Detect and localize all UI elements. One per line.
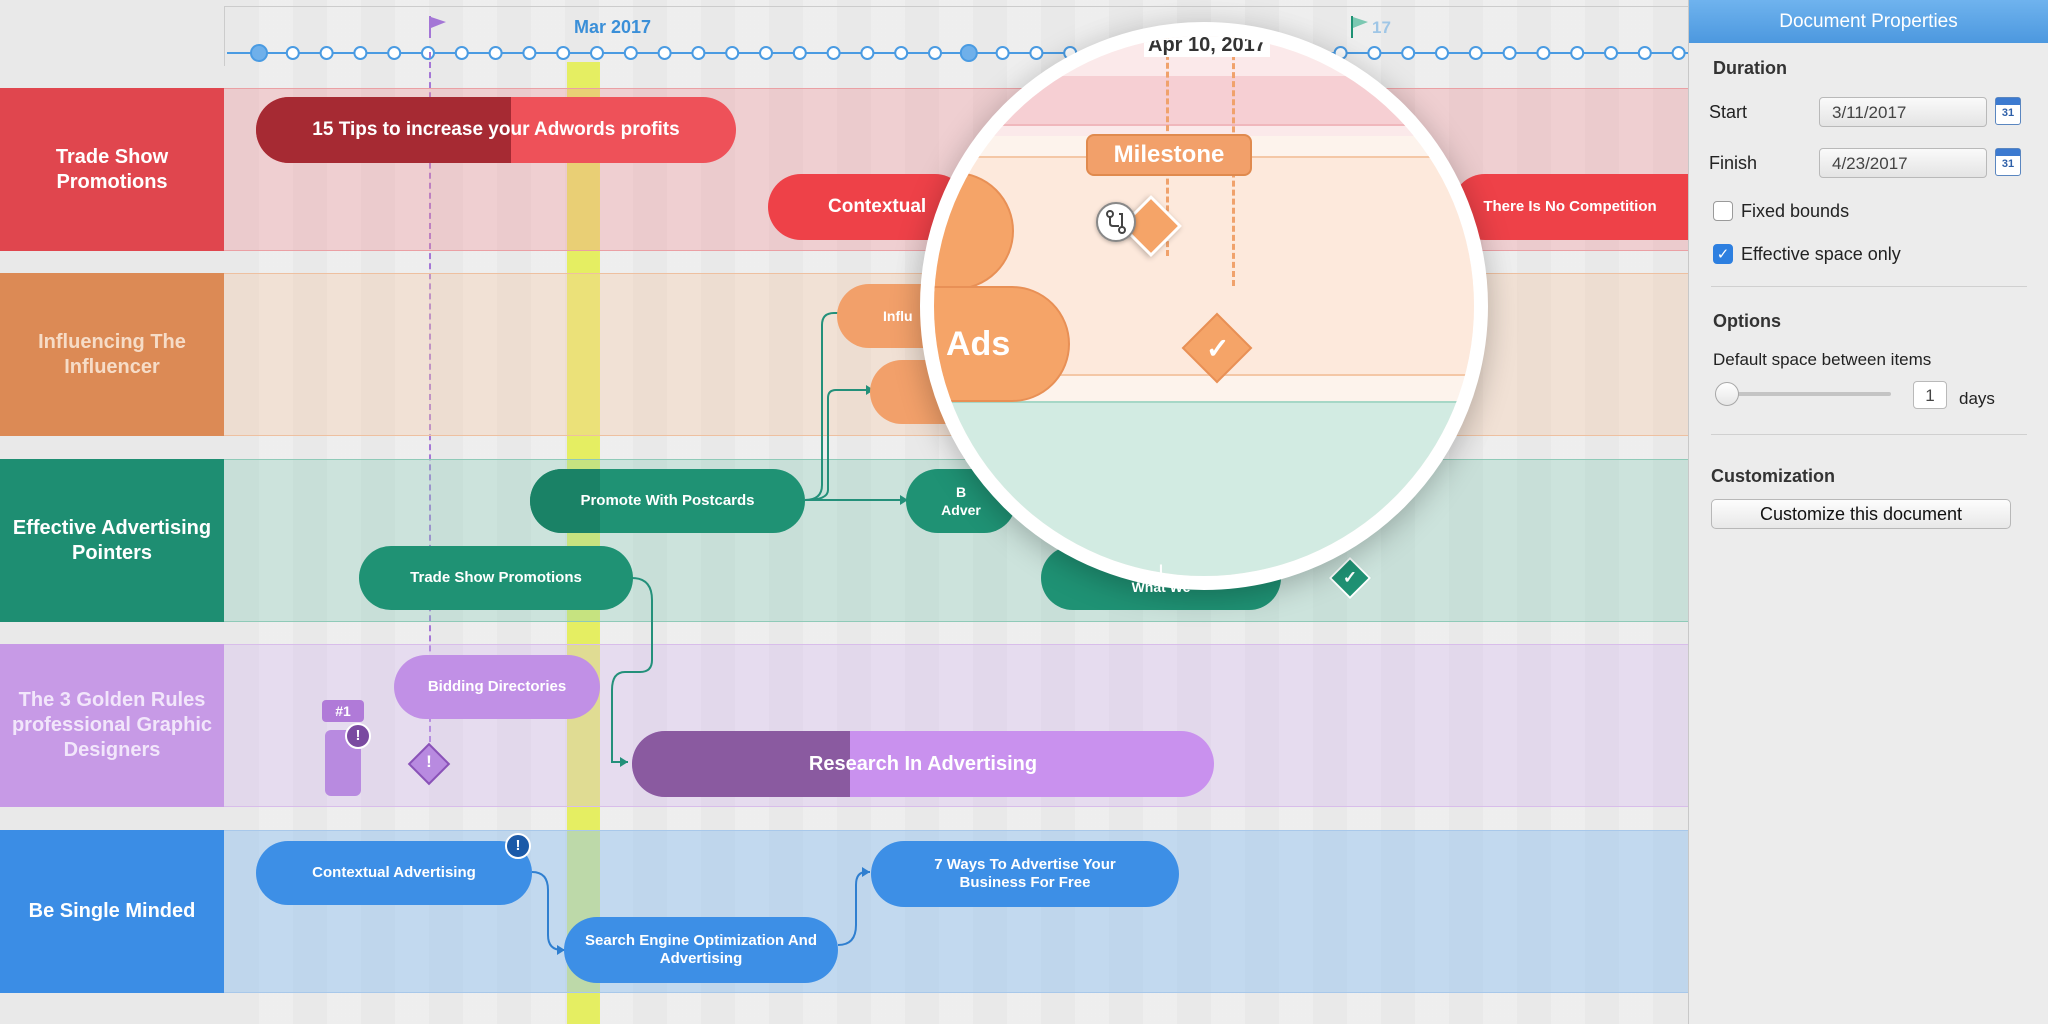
ruler-tick[interactable] bbox=[1502, 46, 1517, 60]
finish-calendar-icon[interactable]: 31 bbox=[1995, 148, 2021, 176]
ruler-tick[interactable] bbox=[623, 46, 638, 60]
task-adwords-tips[interactable]: 15 Tips to increase your Adwords profits bbox=[256, 97, 736, 163]
fixed-bounds-label: Fixed bounds bbox=[1741, 201, 1850, 221]
alert-icon: ! bbox=[345, 723, 371, 749]
document-properties-panel: Document Properties Duration Start 3/11/… bbox=[1688, 0, 2048, 1024]
end-flag-icon[interactable] bbox=[1350, 16, 1370, 38]
ruler-tick[interactable] bbox=[657, 46, 672, 60]
alert-icon-blue: ! bbox=[505, 833, 531, 859]
ruler-tick[interactable] bbox=[488, 46, 503, 60]
options-heading: Options bbox=[1713, 311, 1781, 331]
ruler-tick[interactable] bbox=[826, 46, 841, 60]
customization-heading: Customization bbox=[1711, 466, 1835, 486]
ruler-tick[interactable] bbox=[1536, 46, 1551, 60]
ruler-tick[interactable] bbox=[1671, 46, 1686, 60]
month-label: Mar 2017 bbox=[574, 17, 652, 37]
ruler-tick[interactable] bbox=[421, 46, 435, 60]
ruler-tick[interactable] bbox=[285, 46, 300, 60]
finish-date-field[interactable]: 4/23/2017 bbox=[1819, 148, 1987, 178]
divider bbox=[1711, 434, 2027, 435]
ruler-tick[interactable] bbox=[353, 46, 368, 60]
ruler-tick[interactable] bbox=[556, 46, 571, 60]
lens-red-task bbox=[994, 76, 1434, 126]
task-seo[interactable]: Search Engine Optimization And Advertisi… bbox=[564, 917, 838, 983]
date-tail-label: 17 bbox=[1372, 18, 1391, 37]
ruler-tick[interactable] bbox=[1604, 46, 1618, 60]
lens-date-label: Apr 10, 2017 bbox=[1144, 36, 1270, 57]
start-label: Start bbox=[1709, 102, 1748, 122]
ruler-tick[interactable] bbox=[691, 46, 706, 60]
lens-green-lane bbox=[934, 401, 1474, 576]
number-badge: #1 bbox=[322, 700, 364, 722]
fixed-bounds-checkbox[interactable] bbox=[1713, 201, 1733, 221]
ruler-tick[interactable] bbox=[250, 44, 268, 62]
lane-label-golden-rules[interactable]: The 3 Golden Rules professional Graphic … bbox=[0, 644, 224, 807]
start-date-field[interactable]: 3/11/2017 bbox=[1819, 97, 1987, 127]
ruler-tick[interactable] bbox=[759, 46, 773, 60]
lane-label-influencer[interactable]: Influencing The Influencer bbox=[0, 273, 224, 436]
ruler-tick[interactable] bbox=[590, 46, 604, 60]
finish-label: Finish bbox=[1709, 153, 1758, 173]
effective-space-label: Effective space only bbox=[1741, 244, 1901, 264]
ruler-tick[interactable] bbox=[1637, 46, 1652, 60]
customize-document-button[interactable]: Customize this document bbox=[1711, 499, 2011, 529]
ruler-tick[interactable] bbox=[894, 46, 909, 60]
ruler-tick[interactable] bbox=[522, 46, 537, 60]
start-calendar-icon[interactable]: 31 bbox=[1995, 97, 2021, 125]
task-contextual-advertising[interactable]: Contextual Advertising bbox=[256, 841, 532, 905]
lane-label-advertising[interactable]: Effective Advertising Pointers bbox=[0, 459, 224, 622]
lane-label-single-minded[interactable]: Be Single Minded bbox=[0, 830, 224, 993]
default-space-label: Default space between items bbox=[1713, 350, 1932, 369]
lane-label-trade-show[interactable]: Trade Show Promotions bbox=[0, 88, 224, 251]
ruler-tick[interactable] bbox=[1570, 46, 1585, 60]
ruler-tick[interactable] bbox=[454, 46, 469, 60]
task-seven-ways[interactable]: 7 Ways To Advertise Your Business For Fr… bbox=[871, 841, 1179, 907]
dependency-link-icon bbox=[1096, 202, 1136, 242]
space-unit-label: days bbox=[1959, 389, 1995, 408]
ruler-tick[interactable] bbox=[860, 46, 875, 60]
task-no-competition[interactable]: There Is No Competition bbox=[1452, 174, 1688, 240]
lens-ads-task: Ads bbox=[934, 286, 1070, 402]
space-value-field[interactable]: 1 bbox=[1913, 381, 1947, 409]
ruler-tick[interactable] bbox=[387, 46, 402, 60]
magnifier-lens: Ads Milestone ✓ Apr 10, 2017 bbox=[920, 22, 1488, 590]
space-slider-track[interactable] bbox=[1715, 392, 1891, 396]
ruler-tick[interactable] bbox=[725, 46, 740, 60]
task-postcards[interactable]: Promote With Postcards bbox=[530, 469, 805, 533]
task-bidding[interactable]: Bidding Directories bbox=[394, 655, 600, 719]
effective-space-checkbox[interactable]: ✓ bbox=[1713, 244, 1733, 264]
lens-milestone-label: Milestone bbox=[1086, 134, 1252, 176]
ruler-tick[interactable] bbox=[792, 46, 807, 60]
duration-heading: Duration bbox=[1713, 58, 1787, 78]
ruler-tick[interactable] bbox=[319, 46, 334, 60]
start-marker-line bbox=[429, 52, 431, 752]
milestone-purple-mark: ! bbox=[426, 752, 432, 771]
space-slider-knob[interactable] bbox=[1715, 382, 1739, 406]
start-flag-icon[interactable] bbox=[428, 16, 448, 38]
task-trade-show[interactable]: Trade Show Promotions bbox=[359, 546, 633, 610]
divider bbox=[1711, 286, 2027, 287]
lens-checkmark-icon: ✓ bbox=[1206, 333, 1230, 364]
panel-title: Document Properties bbox=[1689, 0, 2048, 43]
task-research[interactable]: Research In Advertising bbox=[632, 731, 1214, 797]
